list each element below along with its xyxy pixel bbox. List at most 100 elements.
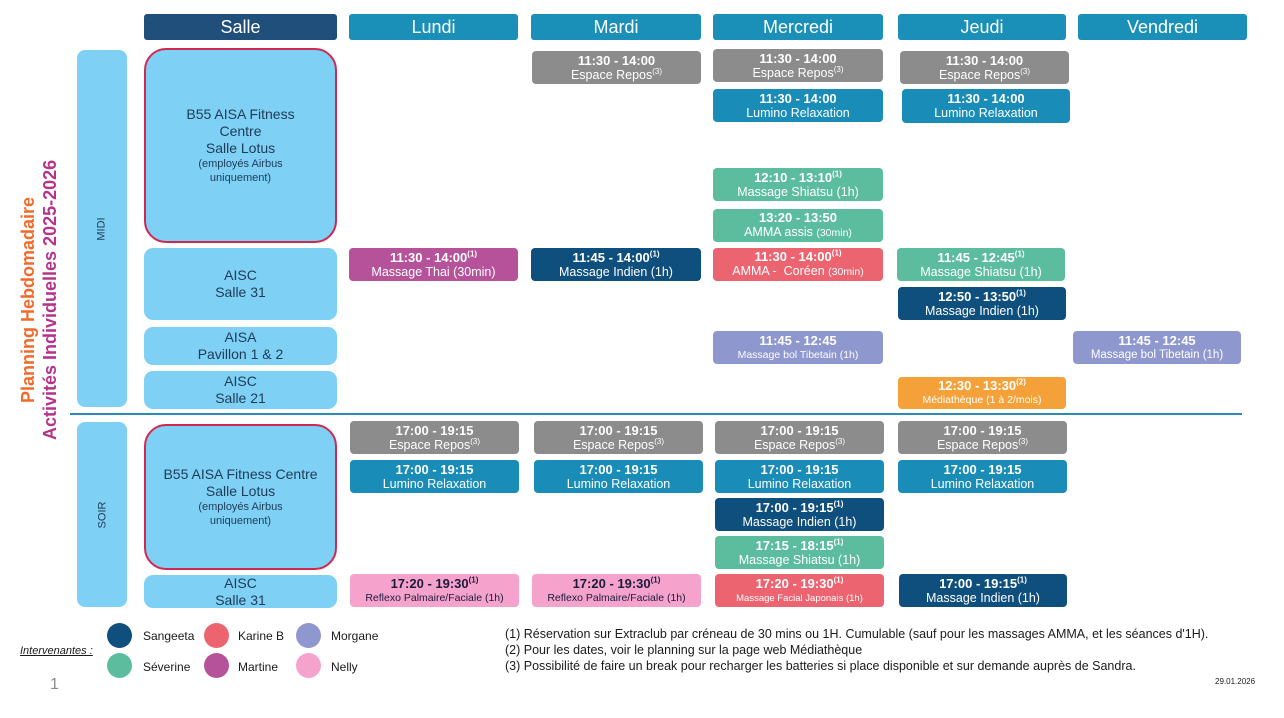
event-soir-jeudi-massage-indien[interactable]: 17:00 - 19:15(1) Massage Indien (1h) — [899, 574, 1067, 607]
event-time: 17:00 - 19:15 — [943, 422, 1022, 438]
event-mercredi-bol-tibetain[interactable]: 11:45 - 12:45 Massage bol Tibetain (1h) — [713, 331, 883, 364]
event-name: AMMA assis — [744, 225, 813, 239]
event-footnote-ref: (1) — [1016, 288, 1026, 298]
event-lundi-massage-thai[interactable]: 11:30 - 14:00(1) Massage Thai (30min) — [349, 248, 518, 281]
header-vendredi: Vendredi — [1078, 14, 1247, 40]
event-name: Lumino Relaxation — [566, 476, 671, 491]
event-soir-lundi-lumino[interactable]: 17:00 - 19:15 Lumino Relaxation — [350, 460, 519, 493]
room-b55-midi-line2: Centre — [219, 123, 262, 139]
event-name: Massage Shiatsu (1h) — [920, 264, 1042, 279]
event-mardi-espace-repos[interactable]: 11:30 - 14:00 Espace Repos(3) — [532, 51, 701, 84]
event-time: 17:00 - 19:15 — [395, 422, 474, 438]
event-soir-jeudi-lumino[interactable]: 17:00 - 19:15 Lumino Relaxation — [898, 460, 1067, 493]
footnotes: (1) Réservation sur Extraclub par crénea… — [505, 626, 1275, 674]
event-time: 11:30 - 14:00 — [754, 249, 832, 264]
event-time: 11:30 - 14:00 — [389, 249, 468, 265]
event-time: 11:45 - 12:45 — [1118, 332, 1196, 348]
event-mercredi-lumino[interactable]: 11:30 - 14:00 Lumino Relaxation — [713, 89, 883, 122]
event-time: 12:30 - 13:30 — [938, 378, 1017, 393]
room-b55-soir-note: (employés Airbus uniquement) — [198, 501, 283, 527]
document-date: 29.01.2026 — [1215, 677, 1256, 686]
title-line-1: Planning Hebdomadaire — [18, 196, 38, 404]
room-aisa-pavillon: AISA Pavillon 1 & 2 — [144, 327, 337, 365]
event-soir-mercredi-facial[interactable]: 17:20 - 19:30(1) Massage Facial Japonais… — [715, 574, 884, 607]
room-b55-midi-line1: B55 AISA Fitness — [186, 106, 295, 122]
event-soir-mercredi-espace-repos[interactable]: 17:00 - 19:15 Espace Repos(3) — [715, 421, 884, 454]
room-aisc31-soir-line2: Salle 31 — [215, 591, 266, 608]
room-aisc31-midi: AISC Salle 31 — [144, 248, 337, 320]
legend-dot-nelly — [296, 653, 321, 678]
room-aisc31-midi-line2: Salle 31 — [215, 284, 266, 300]
event-time: 11:30 - 14:00 — [759, 90, 837, 106]
period-midi: MIDI — [77, 50, 127, 407]
event-name: Massage Indien (1h) — [559, 264, 673, 279]
event-soir-lundi-espace-repos[interactable]: 17:00 - 19:15 Espace Repos(3) — [350, 421, 519, 454]
event-duration: (30min) — [816, 227, 852, 239]
event-jeudi-lumino[interactable]: 11:30 - 14:00 Lumino Relaxation — [902, 89, 1070, 123]
event-mercredi-amma-assis[interactable]: 13:20 - 13:50 AMMA assis (30min) — [713, 209, 883, 242]
room-aisc21-line1: AISC — [224, 373, 257, 389]
event-footnote-ref: (1) — [650, 575, 661, 585]
room-aisc31-midi-line1: AISC — [224, 267, 257, 283]
event-name: Massage Indien (1h) — [926, 590, 1040, 605]
legend-name-severine: Séverine — [143, 660, 191, 674]
event-name: Espace Repos — [572, 437, 655, 452]
room-aisa-pavillon-line2: Pavillon 1 & 2 — [197, 346, 284, 362]
event-name: Médiathèque (1 à 2/mois) — [922, 394, 1042, 406]
period-separator — [70, 413, 1242, 415]
event-footnote-ref: (3) — [1018, 436, 1029, 446]
page-number: 1 — [50, 676, 59, 693]
event-footnote-ref: (3) — [1020, 66, 1031, 76]
event-footnote-ref: (3) — [654, 436, 665, 446]
room-b55-midi-note: (employés Airbus uniquement) — [198, 158, 283, 184]
event-jeudi-massage-indien[interactable]: 12:50 - 13:50(1) Massage Indien (1h) — [898, 287, 1066, 320]
event-name: Massage Shiatsu (1h) — [737, 184, 859, 199]
room-aisc31-soir-line1: AISC — [224, 574, 257, 591]
event-footnote-ref: (3) — [833, 64, 844, 74]
room-b55-soir: B55 AISA Fitness Centre Salle Lotus (emp… — [144, 424, 337, 570]
event-time: 11:30 - 14:00 — [577, 52, 656, 68]
room-b55-midi-line3: Salle Lotus — [205, 140, 276, 156]
room-b55-midi: B55 AISA Fitness Centre Salle Lotus (emp… — [144, 48, 337, 243]
title-line-2: Activités Individuelles 2025-2026 — [40, 159, 60, 440]
header-mercredi: Mercredi — [713, 14, 883, 40]
event-jeudi-shiatsu[interactable]: 11:45 - 12:45(1) Massage Shiatsu (1h) — [897, 248, 1065, 281]
event-name: Espace Repos — [388, 437, 471, 452]
event-name: Massage bol Tibetain (1h) — [737, 348, 859, 361]
legend-name-nelly: Nelly — [331, 660, 358, 674]
event-soir-mercredi-lumino[interactable]: 17:00 - 19:15 Lumino Relaxation — [715, 460, 884, 493]
footnote-2: (2) Pour les dates, voir le planning sur… — [505, 643, 863, 657]
event-mercredi-shiatsu[interactable]: 12:10 - 13:10(1) Massage Shiatsu (1h) — [713, 168, 883, 201]
event-name: Lumino Relaxation — [382, 476, 487, 491]
event-soir-mercredi-shiatsu[interactable]: 17:15 - 18:15(1) Massage Shiatsu (1h) — [715, 536, 884, 569]
event-time: 17:00 - 19:15 — [760, 422, 839, 438]
event-name: Lumino Relaxation — [746, 105, 850, 120]
event-soir-mardi-lumino[interactable]: 17:00 - 19:15 Lumino Relaxation — [534, 460, 703, 493]
event-vendredi-bol-tibetain[interactable]: 11:45 - 12:45 Massage bol Tibetain (1h) — [1073, 331, 1241, 364]
legend-name-karine: Karine B — [238, 629, 285, 643]
event-soir-mardi-espace-repos[interactable]: 17:00 - 19:15 Espace Repos(3) — [534, 421, 703, 454]
event-soir-mercredi-massage-indien[interactable]: 17:00 - 19:15(1) Massage Indien (1h) — [715, 498, 884, 531]
event-footnote-ref: (1) — [833, 537, 844, 547]
event-soir-mardi-reflexo[interactable]: 17:20 - 19:30(1) Reflexo Palmaire/Facial… — [532, 574, 701, 607]
period-soir-label: SOIR — [96, 501, 108, 528]
event-footnote-ref: (1) — [649, 249, 660, 259]
event-soir-jeudi-espace-repos[interactable]: 17:00 - 19:15 Espace Repos(3) — [898, 421, 1067, 454]
room-aisa-pavillon-line1: AISA — [224, 329, 257, 345]
event-mercredi-espace-repos[interactable]: 11:30 - 14:00 Espace Repos(3) — [713, 49, 883, 82]
legend-name-sangeeta: Sangeeta — [143, 629, 195, 643]
event-name: Espace Repos — [752, 65, 834, 80]
event-name: Massage Thai (30min) — [371, 264, 496, 279]
event-mercredi-amma-coreen[interactable]: 11:30 - 14:00(1) AMMA - Coréen (30min) — [713, 248, 883, 281]
event-name: AMMA - Coréen — [732, 264, 825, 278]
event-name: Massage bol Tibetain (1h) — [1090, 348, 1224, 361]
event-name: Lumino Relaxation — [930, 476, 1035, 491]
event-soir-lundi-reflexo[interactable]: 17:20 - 19:30(1) Reflexo Palmaire/Facial… — [350, 574, 519, 607]
event-jeudi-mediatheque[interactable]: 12:30 - 13:30(2) Médiathèque (1 à 2/mois… — [898, 377, 1066, 409]
event-jeudi-espace-repos[interactable]: 11:30 - 14:00 Espace Repos(3) — [900, 51, 1069, 84]
event-time: 17:00 - 19:15 — [939, 575, 1018, 591]
event-time: 11:45 - 14:00 — [572, 249, 650, 265]
event-name: Reflexo Palmaire/Faciale (1h) — [365, 591, 504, 604]
event-mardi-massage-indien[interactable]: 11:45 - 14:00(1) Massage Indien (1h) — [531, 248, 701, 281]
legend-dot-sangeeta — [107, 623, 132, 648]
